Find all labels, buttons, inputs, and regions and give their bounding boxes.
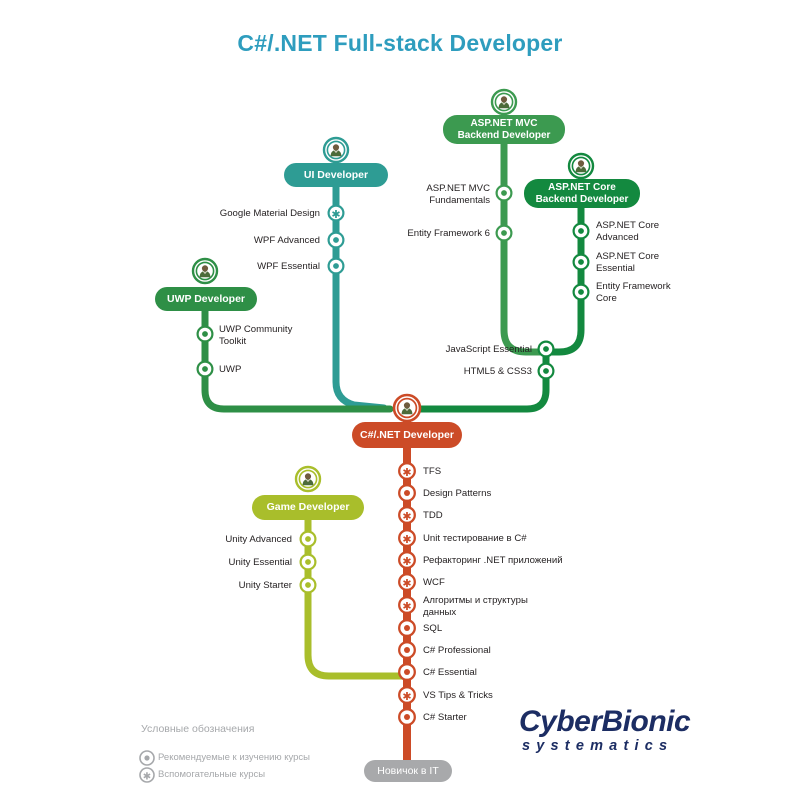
svg-text:✱: ✱	[402, 533, 411, 546]
station-marker-vs-tips-tricks[interactable]: ✱	[398, 686, 416, 704]
station-marker-aspnet-core-essential[interactable]	[572, 253, 590, 271]
avatar-aspnet-mvc-backend-developer	[490, 88, 518, 116]
line-uwp-developer	[201, 306, 394, 413]
role-pill-aspnet-mvc-backend-developer[interactable]: ASP.NET MVC Backend Developer	[443, 115, 565, 144]
role-pill-start-node[interactable]: Новичок в IT	[364, 760, 452, 782]
station-marker-entity-framework-core[interactable]	[572, 283, 590, 301]
station-marker-wpf-essential[interactable]	[327, 257, 345, 275]
svg-text:✱: ✱	[402, 555, 411, 568]
legend-item-secondary: Вспомогательные курсы	[141, 769, 265, 780]
station-marker-javascript-essential[interactable]	[537, 340, 555, 358]
logo-wordmark: CyberBionic	[519, 705, 691, 738]
station-label-refactoring-net: Рефакторинг .NET приложений	[423, 555, 563, 566]
legend-label-secondary: Вспомогательные курсы	[158, 769, 266, 780]
legend-marker-secondary: ✱	[139, 767, 155, 783]
station-marker-csharp-starter[interactable]	[398, 708, 416, 726]
station-label-wpf-advanced: WPF Advanced	[253, 235, 320, 246]
role-pill-ui-developer[interactable]: UI Developer	[284, 163, 388, 187]
logo-tagline: systematics	[522, 738, 674, 754]
station-label-unity-essential: Unity Essential	[228, 557, 292, 568]
station-marker-tdd[interactable]: ✱	[398, 506, 416, 524]
avatar-ui-developer	[322, 136, 350, 164]
station-marker-html5-css3[interactable]	[537, 362, 555, 380]
station-label-tfs: TFS	[423, 466, 442, 477]
legend-label-recommended: Рекомендуемые к изучению курсы	[158, 752, 310, 763]
page-title: C#/.NET Full-stack Developer	[237, 30, 563, 56]
station-label-tdd: TDD	[423, 510, 443, 521]
station-marker-csharp-essential[interactable]	[398, 663, 416, 681]
line-ui-developer	[332, 174, 388, 412]
svg-text:✱: ✱	[402, 600, 411, 613]
station-label-unity-advanced: Unity Advanced	[225, 534, 292, 545]
station-label-aspnet-mvc-fundamentals: ASP.NET MVC Fundamentals	[426, 183, 490, 206]
station-marker-unity-advanced[interactable]	[299, 530, 317, 548]
station-marker-unit-testing-csharp[interactable]: ✱	[398, 529, 416, 547]
station-label-uwp-community-toolkit: UWP Community Toolkit	[219, 324, 293, 347]
station-marker-refactoring-net[interactable]: ✱	[398, 551, 416, 569]
station-label-sql: SQL	[423, 623, 443, 634]
station-label-unit-testing-csharp: Unit тестирование в C#	[423, 533, 527, 544]
line-web-shared	[400, 344, 550, 413]
station-marker-algorithms-data-structures[interactable]: ✱	[398, 596, 416, 614]
svg-text:✱: ✱	[402, 510, 411, 523]
role-pill-game-developer[interactable]: Game Developer	[252, 495, 364, 520]
station-label-vs-tips-tricks: VS Tips & Tricks	[423, 690, 493, 701]
station-marker-uwp-community-toolkit[interactable]	[196, 325, 214, 343]
station-label-javascript-essential: JavaScript Essential	[445, 344, 532, 355]
avatar-uwp-developer	[191, 257, 219, 285]
station-marker-uwp[interactable]	[196, 360, 214, 378]
station-marker-design-patterns[interactable]	[398, 484, 416, 502]
avatar-game-developer	[294, 465, 322, 493]
station-label-aspnet-core-advanced: ASP.NET Core Advanced	[596, 220, 660, 243]
svg-text:✱: ✱	[402, 577, 411, 590]
station-marker-entity-framework-6[interactable]	[495, 224, 513, 242]
station-marker-csharp-professional[interactable]	[398, 641, 416, 659]
station-label-html5-css3: HTML5 & CSS3	[463, 366, 532, 377]
station-marker-wpf-advanced[interactable]	[327, 231, 345, 249]
station-label-entity-framework-core: Entity Framework Core	[596, 281, 671, 304]
legend-title: Условные обозначения	[141, 723, 255, 735]
station-marker-unity-starter[interactable]	[299, 576, 317, 594]
station-label-entity-framework-6: Entity Framework 6	[407, 228, 490, 239]
line-game-developer	[304, 504, 411, 680]
role-pill-aspnet-core-backend-developer[interactable]: ASP.NET Core Backend Developer	[524, 179, 640, 208]
station-label-wpf-essential: WPF Essential	[257, 261, 320, 272]
station-marker-unity-essential[interactable]	[299, 553, 317, 571]
station-label-csharp-starter: C# Starter	[423, 712, 467, 723]
station-marker-aspnet-mvc-fundamentals[interactable]	[495, 184, 513, 202]
station-marker-tfs[interactable]: ✱	[398, 462, 416, 480]
legend-item-recommended: Рекомендуемые к изучению курсы	[141, 752, 310, 763]
avatar-csharp-net-developer	[392, 393, 422, 423]
svg-text:✱: ✱	[402, 466, 411, 479]
station-marker-google-material-design[interactable]: ✱	[327, 204, 345, 222]
svg-text:✱: ✱	[331, 208, 340, 221]
station-label-google-material-design: Google Material Design	[219, 208, 320, 219]
station-label-aspnet-core-essential: ASP.NET Core Essential	[596, 251, 660, 274]
line-aspnet-mvc	[500, 137, 545, 356]
legend-marker-recommended	[139, 750, 155, 766]
role-pill-csharp-net-developer[interactable]: C#/.NET Developer	[352, 422, 462, 448]
station-marker-sql[interactable]	[398, 619, 416, 637]
avatar-aspnet-core-backend-developer	[567, 152, 595, 180]
role-pill-uwp-developer[interactable]: UWP Developer	[155, 287, 257, 311]
svg-text:✱: ✱	[143, 771, 151, 782]
station-label-csharp-essential: C# Essential	[423, 667, 477, 678]
station-label-wcf: WCF	[423, 577, 445, 588]
station-label-uwp: UWP	[219, 364, 242, 375]
line-aspnet-core	[546, 201, 585, 356]
station-marker-aspnet-core-advanced[interactable]	[572, 222, 590, 240]
station-label-unity-starter: Unity Starter	[238, 580, 292, 591]
svg-text:✱: ✱	[402, 690, 411, 703]
station-label-csharp-professional: C# Professional	[423, 645, 491, 656]
station-label-algorithms-data-structures: Алгоритмы и структуры данных	[423, 595, 528, 618]
station-marker-wcf[interactable]: ✱	[398, 573, 416, 591]
station-label-design-patterns: Design Patterns	[423, 488, 492, 499]
cyberbionic-logo: CyberBionic systematics	[519, 705, 691, 754]
